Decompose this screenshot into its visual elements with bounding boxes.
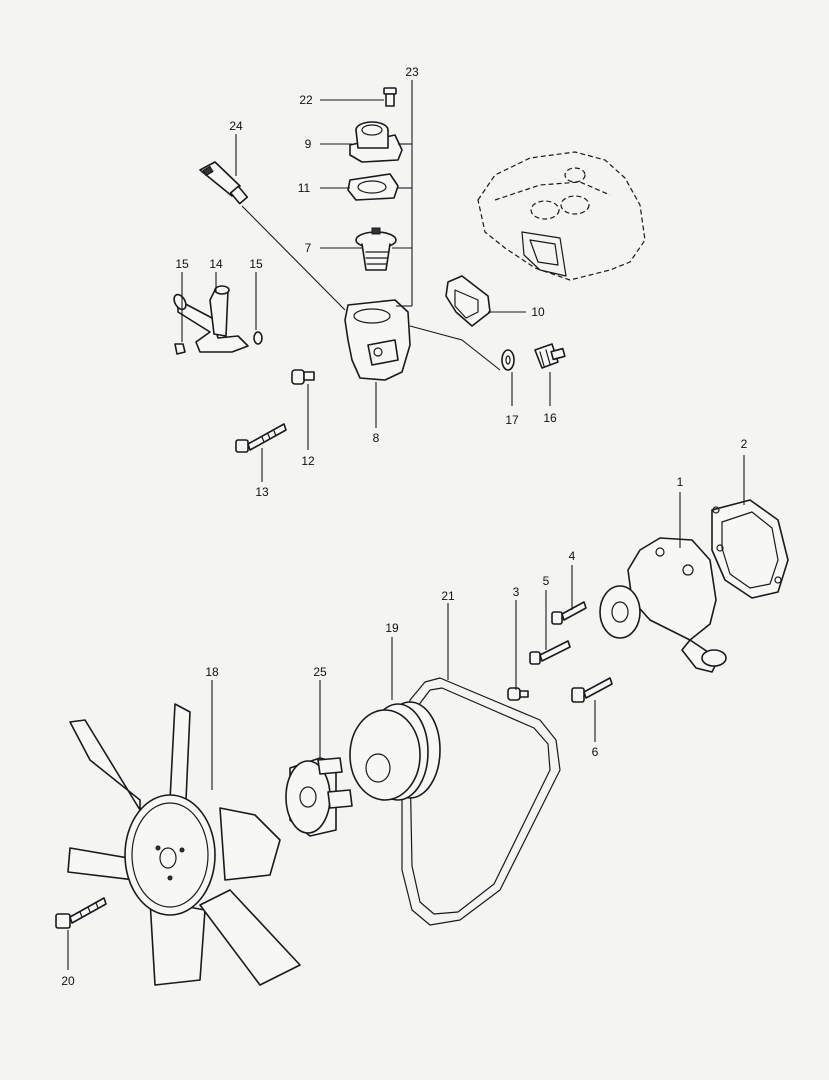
gasket-part-10 [445, 275, 491, 327]
temp-switch-part-16 [534, 343, 566, 369]
callout-17: 17 [505, 413, 519, 427]
v-belt-part-21 [401, 677, 561, 926]
gasket-part-11 [347, 173, 399, 201]
callout-labels: 1 2 3 4 5 6 7 8 9 10 11 12 13 14 15 15 1… [61, 65, 747, 988]
bolt-part-5 [529, 640, 571, 665]
callout-2: 2 [741, 437, 748, 451]
callout-14: 14 [209, 257, 223, 271]
callout-24: 24 [229, 119, 243, 133]
callout-5: 5 [543, 574, 550, 588]
washer-part-17 [501, 349, 515, 371]
callout-9: 9 [305, 137, 312, 151]
callout-23: 23 [405, 65, 419, 79]
pulley-part-19 [349, 701, 441, 801]
callout-7: 7 [305, 241, 312, 255]
water-pipe-part-14 [173, 285, 249, 353]
thermostat-part-7 [355, 227, 397, 271]
engine-block-outline [477, 151, 646, 281]
callout-3: 3 [513, 585, 520, 599]
plug-part-15-left [174, 343, 186, 355]
callout-18: 18 [205, 665, 219, 679]
callout-21: 21 [441, 589, 455, 603]
plug-part-15-right [253, 331, 263, 345]
leader-lines [67, 80, 745, 970]
pump-gasket-part-2 [711, 499, 789, 599]
callout-10: 10 [531, 305, 545, 319]
callout-11: 11 [298, 181, 311, 195]
callout-15-left: 15 [175, 257, 189, 271]
spacer-hub-part-25 [285, 757, 353, 837]
callout-8: 8 [373, 431, 380, 445]
bolt-part-6 [571, 677, 613, 703]
callout-4: 4 [569, 549, 576, 563]
bolt-part-3 [507, 687, 529, 701]
callout-15-right: 15 [249, 257, 263, 271]
sensor-part-24 [199, 161, 249, 205]
callout-16: 16 [543, 411, 557, 425]
water-pump-part-1 [599, 537, 727, 673]
thermostat-housing-part-8 [344, 299, 411, 381]
callout-25: 25 [313, 665, 327, 679]
callout-20: 20 [61, 974, 75, 988]
fan-part-18 [67, 703, 301, 986]
bolt-part-20 [55, 897, 107, 929]
callout-1: 1 [677, 475, 684, 489]
callout-19: 19 [385, 621, 399, 635]
callout-6: 6 [592, 745, 599, 759]
bolt-part-12 [291, 369, 315, 385]
bolt-part-22 [383, 87, 397, 107]
callout-12: 12 [301, 454, 315, 468]
callout-22: 22 [299, 93, 313, 107]
bolt-part-4 [551, 601, 587, 625]
callout-13: 13 [255, 485, 269, 499]
thermostat-cover-part-9 [349, 121, 403, 163]
long-bolt-part-13 [235, 423, 287, 453]
